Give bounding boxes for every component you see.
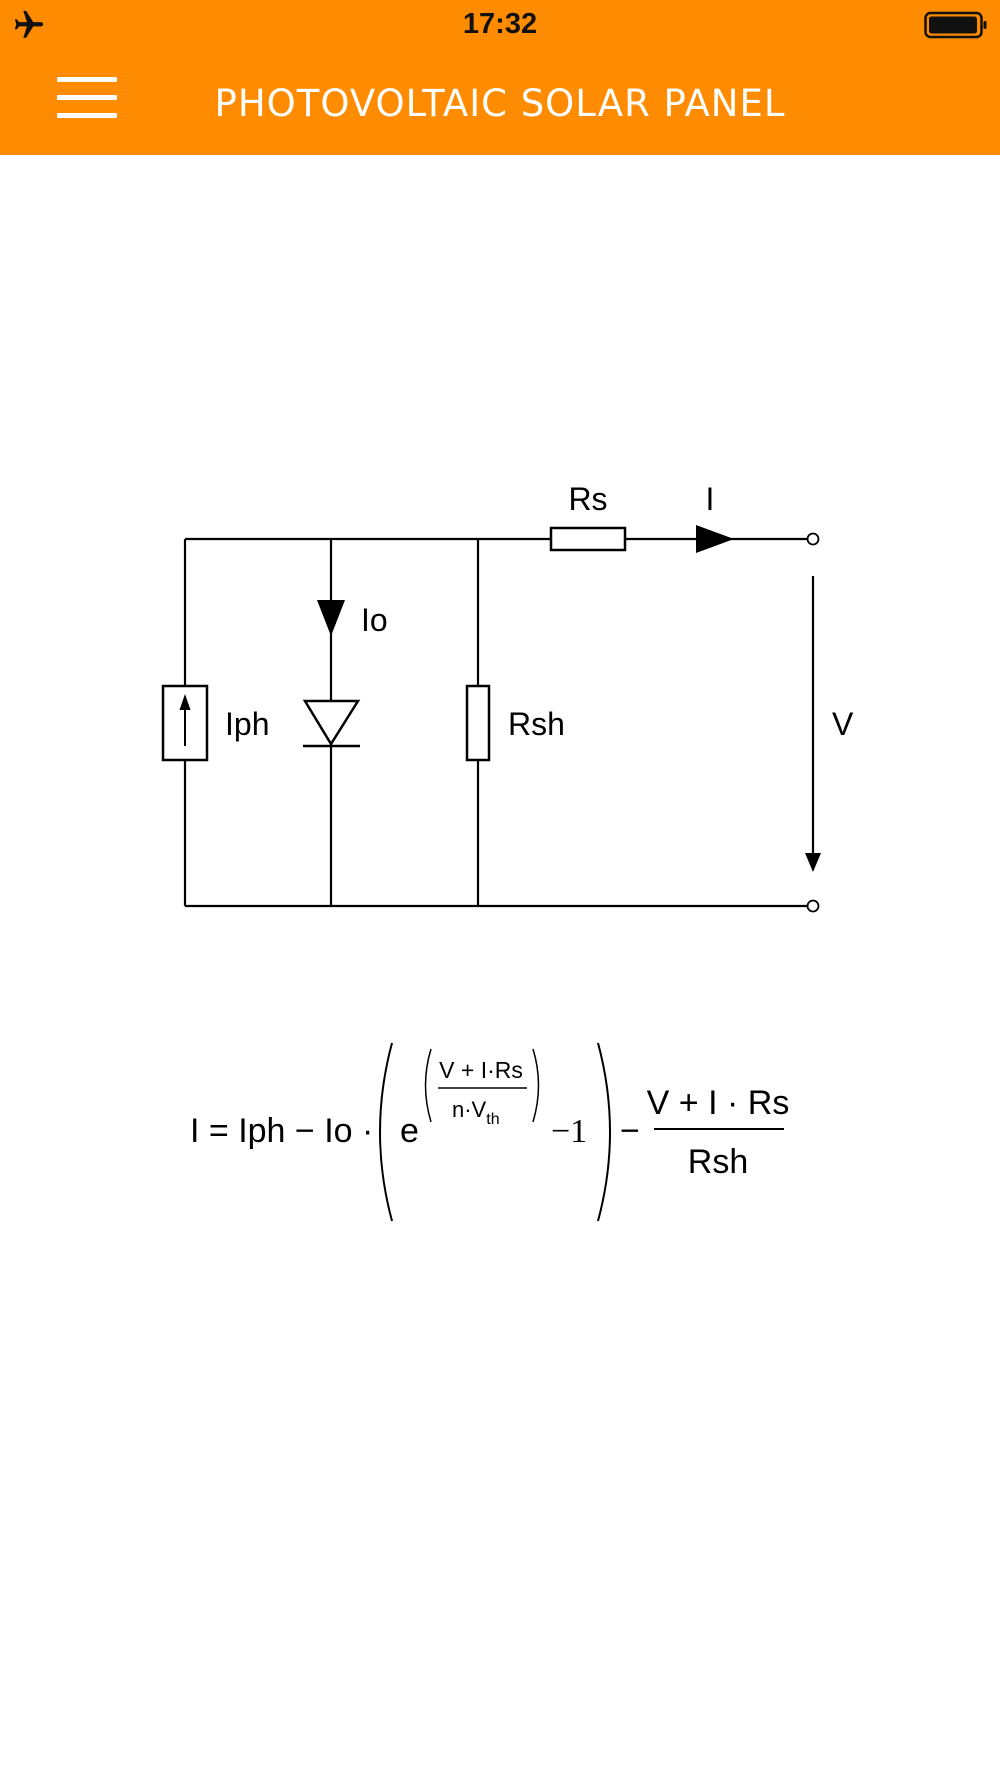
- airplane-icon: [14, 10, 44, 38]
- i-arrow: [696, 525, 734, 553]
- battery-icon: [924, 11, 987, 39]
- terminal-positive: [806, 532, 820, 546]
- resistor-rsh: [465, 684, 491, 762]
- label-rs: Rs: [568, 481, 607, 517]
- label-rsh: Rsh: [508, 706, 565, 742]
- diode-equation: I = Iph − Io · e V + I·Rs n·Vth −1 − V +…: [190, 1042, 790, 1222]
- equation-lhs: I = Iph − Io ·: [190, 1112, 373, 1150]
- label-v: V: [832, 706, 854, 742]
- terminal-negative: [806, 899, 820, 913]
- equation-e: e: [400, 1112, 419, 1150]
- equation-minus-one: −1: [551, 1113, 587, 1150]
- label-i: I: [706, 481, 715, 517]
- status-bar: 17:32: [0, 0, 1000, 52]
- label-io: Io: [361, 602, 388, 638]
- resistor-rs: [549, 526, 627, 552]
- exponent-numerator: V + I·Rs: [439, 1057, 523, 1083]
- diode: [302, 699, 361, 748]
- hamburger-menu-icon[interactable]: [57, 77, 117, 121]
- app-header: 17:32 PHOTOVOLTAIC SOLAR PANEL: [0, 0, 1000, 155]
- fraction-numerator: V + I · Rs: [647, 1084, 790, 1122]
- label-iph: Iph: [225, 706, 269, 742]
- page-title: PHOTOVOLTAIC SOLAR PANEL: [214, 82, 786, 125]
- status-time: 17:32: [462, 8, 538, 40]
- exponent-denominator: n·Vth: [452, 1097, 500, 1128]
- io-arrow: [317, 600, 345, 636]
- circuit-diagram: Rs I Io Iph Rsh V: [161, 481, 854, 913]
- v-arrow: [805, 853, 821, 872]
- equation-minus: −: [620, 1112, 640, 1150]
- fraction-denominator: Rsh: [688, 1143, 748, 1181]
